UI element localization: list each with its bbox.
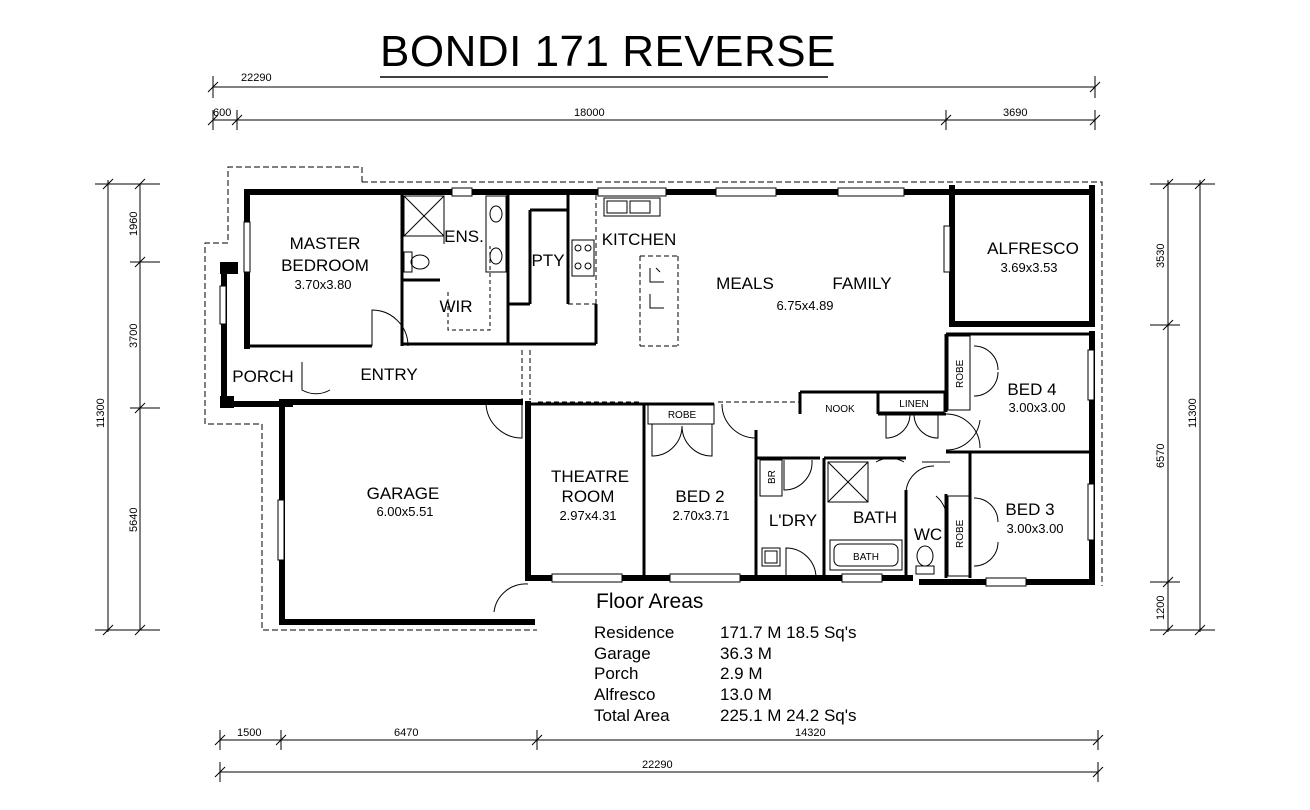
label-bed4: BED 4 — [1007, 380, 1056, 399]
dim-left-overall: 11300 — [95, 398, 107, 428]
label-master-2: BEDROOM — [281, 256, 369, 275]
label-pantry: PTY — [531, 251, 564, 270]
label-br: BR — [767, 470, 778, 484]
room-labels: MASTER BEDROOM 3.70x3.80 ENS. WIR PTY KI… — [232, 227, 1079, 563]
porch-post-2 — [220, 396, 234, 408]
floor-area-value: 36.3 M — [720, 644, 772, 663]
roof-outline — [204, 166, 1103, 631]
label-nook: NOOK — [825, 404, 855, 415]
label-theatre-2: ROOM — [562, 487, 615, 506]
floor-area-value: 225.1 M 24.2 Sq's — [720, 706, 857, 725]
floor-area-label: Total Area — [594, 706, 670, 725]
label-linen: LINEN — [899, 399, 928, 410]
label-bed2: BED 2 — [675, 487, 724, 506]
right-dimensions — [1150, 178, 1215, 636]
fixtures — [403, 195, 935, 575]
floor-area-label: Residence — [594, 623, 674, 642]
dim-bottom-seg-2: 6470 — [394, 727, 418, 739]
left-dimensions — [95, 178, 160, 636]
label-theatre-size: 2.97x4.31 — [559, 508, 616, 523]
label-bath-tub: BATH — [853, 552, 879, 563]
label-bed2-size: 2.70x3.71 — [672, 508, 729, 523]
label-theatre-1: THEATRE — [551, 467, 629, 486]
windows — [219, 187, 1095, 587]
floor-areas-heading: Floor Areas — [596, 590, 703, 613]
label-garage: GARAGE — [367, 484, 440, 503]
floor-area-label: Alfresco — [594, 685, 655, 704]
floor-area-label: Garage — [594, 644, 651, 663]
dim-bottom-seg-1: 1500 — [237, 727, 261, 739]
label-bed3: BED 3 — [1005, 500, 1054, 519]
label-wir: WIR — [439, 297, 472, 316]
label-meals: MEALS — [716, 274, 774, 293]
label-bath: BATH — [853, 508, 897, 527]
label-master-1: MASTER — [290, 234, 361, 253]
plan-title: BONDI 171 REVERSE — [380, 27, 836, 76]
label-kitchen: KITCHEN — [602, 230, 677, 249]
dim-bottom-overall: 22290 — [642, 759, 673, 771]
floor-area-value: 171.7 M 18.5 Sq's — [720, 623, 857, 642]
bottom-dimensions — [214, 730, 1104, 782]
dim-bottom-seg-3: 14320 — [795, 727, 826, 739]
dim-top-seg-3: 3690 — [1003, 107, 1027, 119]
label-living-size: 6.75x4.89 — [776, 298, 833, 313]
label-alfresco: ALFRESCO — [987, 239, 1079, 258]
dim-right-seg-2: 6570 — [1155, 444, 1167, 468]
floor-areas: Floor Areas Residence 171.7 M 18.5 Sq's … — [594, 590, 857, 725]
dim-left-seg-2: 3700 — [128, 324, 140, 348]
dim-right-overall: 11300 — [1187, 398, 1199, 428]
dim-top-seg-2: 18000 — [574, 107, 605, 119]
porch-post — [220, 262, 238, 274]
interior-walls — [247, 192, 1092, 578]
label-family: FAMILY — [832, 274, 891, 293]
top-dimensions — [207, 76, 1101, 130]
label-garage-size: 6.00x5.51 — [376, 504, 433, 519]
floor-area-value: 13.0 M — [720, 685, 772, 704]
label-entry: ENTRY — [360, 365, 417, 384]
doors — [301, 309, 999, 613]
dim-top-seg-1: 600 — [213, 107, 231, 119]
dim-top-overall: 22290 — [241, 72, 272, 84]
label-bed4-size: 3.00x3.00 — [1008, 400, 1065, 415]
label-robe-bed2: ROBE — [668, 410, 697, 421]
label-wc: WC — [914, 525, 942, 544]
label-porch: PORCH — [232, 367, 293, 386]
label-bed3-size: 3.00x3.00 — [1006, 521, 1063, 536]
label-master-size: 3.70x3.80 — [294, 277, 351, 292]
dim-right-seg-3: 1200 — [1155, 596, 1167, 620]
openings — [521, 192, 800, 403]
floor-area-label: Porch — [594, 664, 638, 683]
label-ensuite: ENS. — [444, 227, 484, 246]
robes — [647, 335, 971, 577]
floor-area-value: 2.9 M — [720, 664, 763, 683]
dim-left-seg-3: 5640 — [128, 508, 140, 532]
label-laundry: L'DRY — [769, 511, 817, 530]
label-alfresco-size: 3.69x3.53 — [1000, 260, 1057, 275]
label-robe-bed4: ROBE — [955, 359, 966, 388]
dim-left-seg-1: 1960 — [128, 212, 140, 236]
label-robe-bed3: ROBE — [955, 519, 966, 548]
dim-right-seg-1: 3530 — [1155, 244, 1167, 268]
